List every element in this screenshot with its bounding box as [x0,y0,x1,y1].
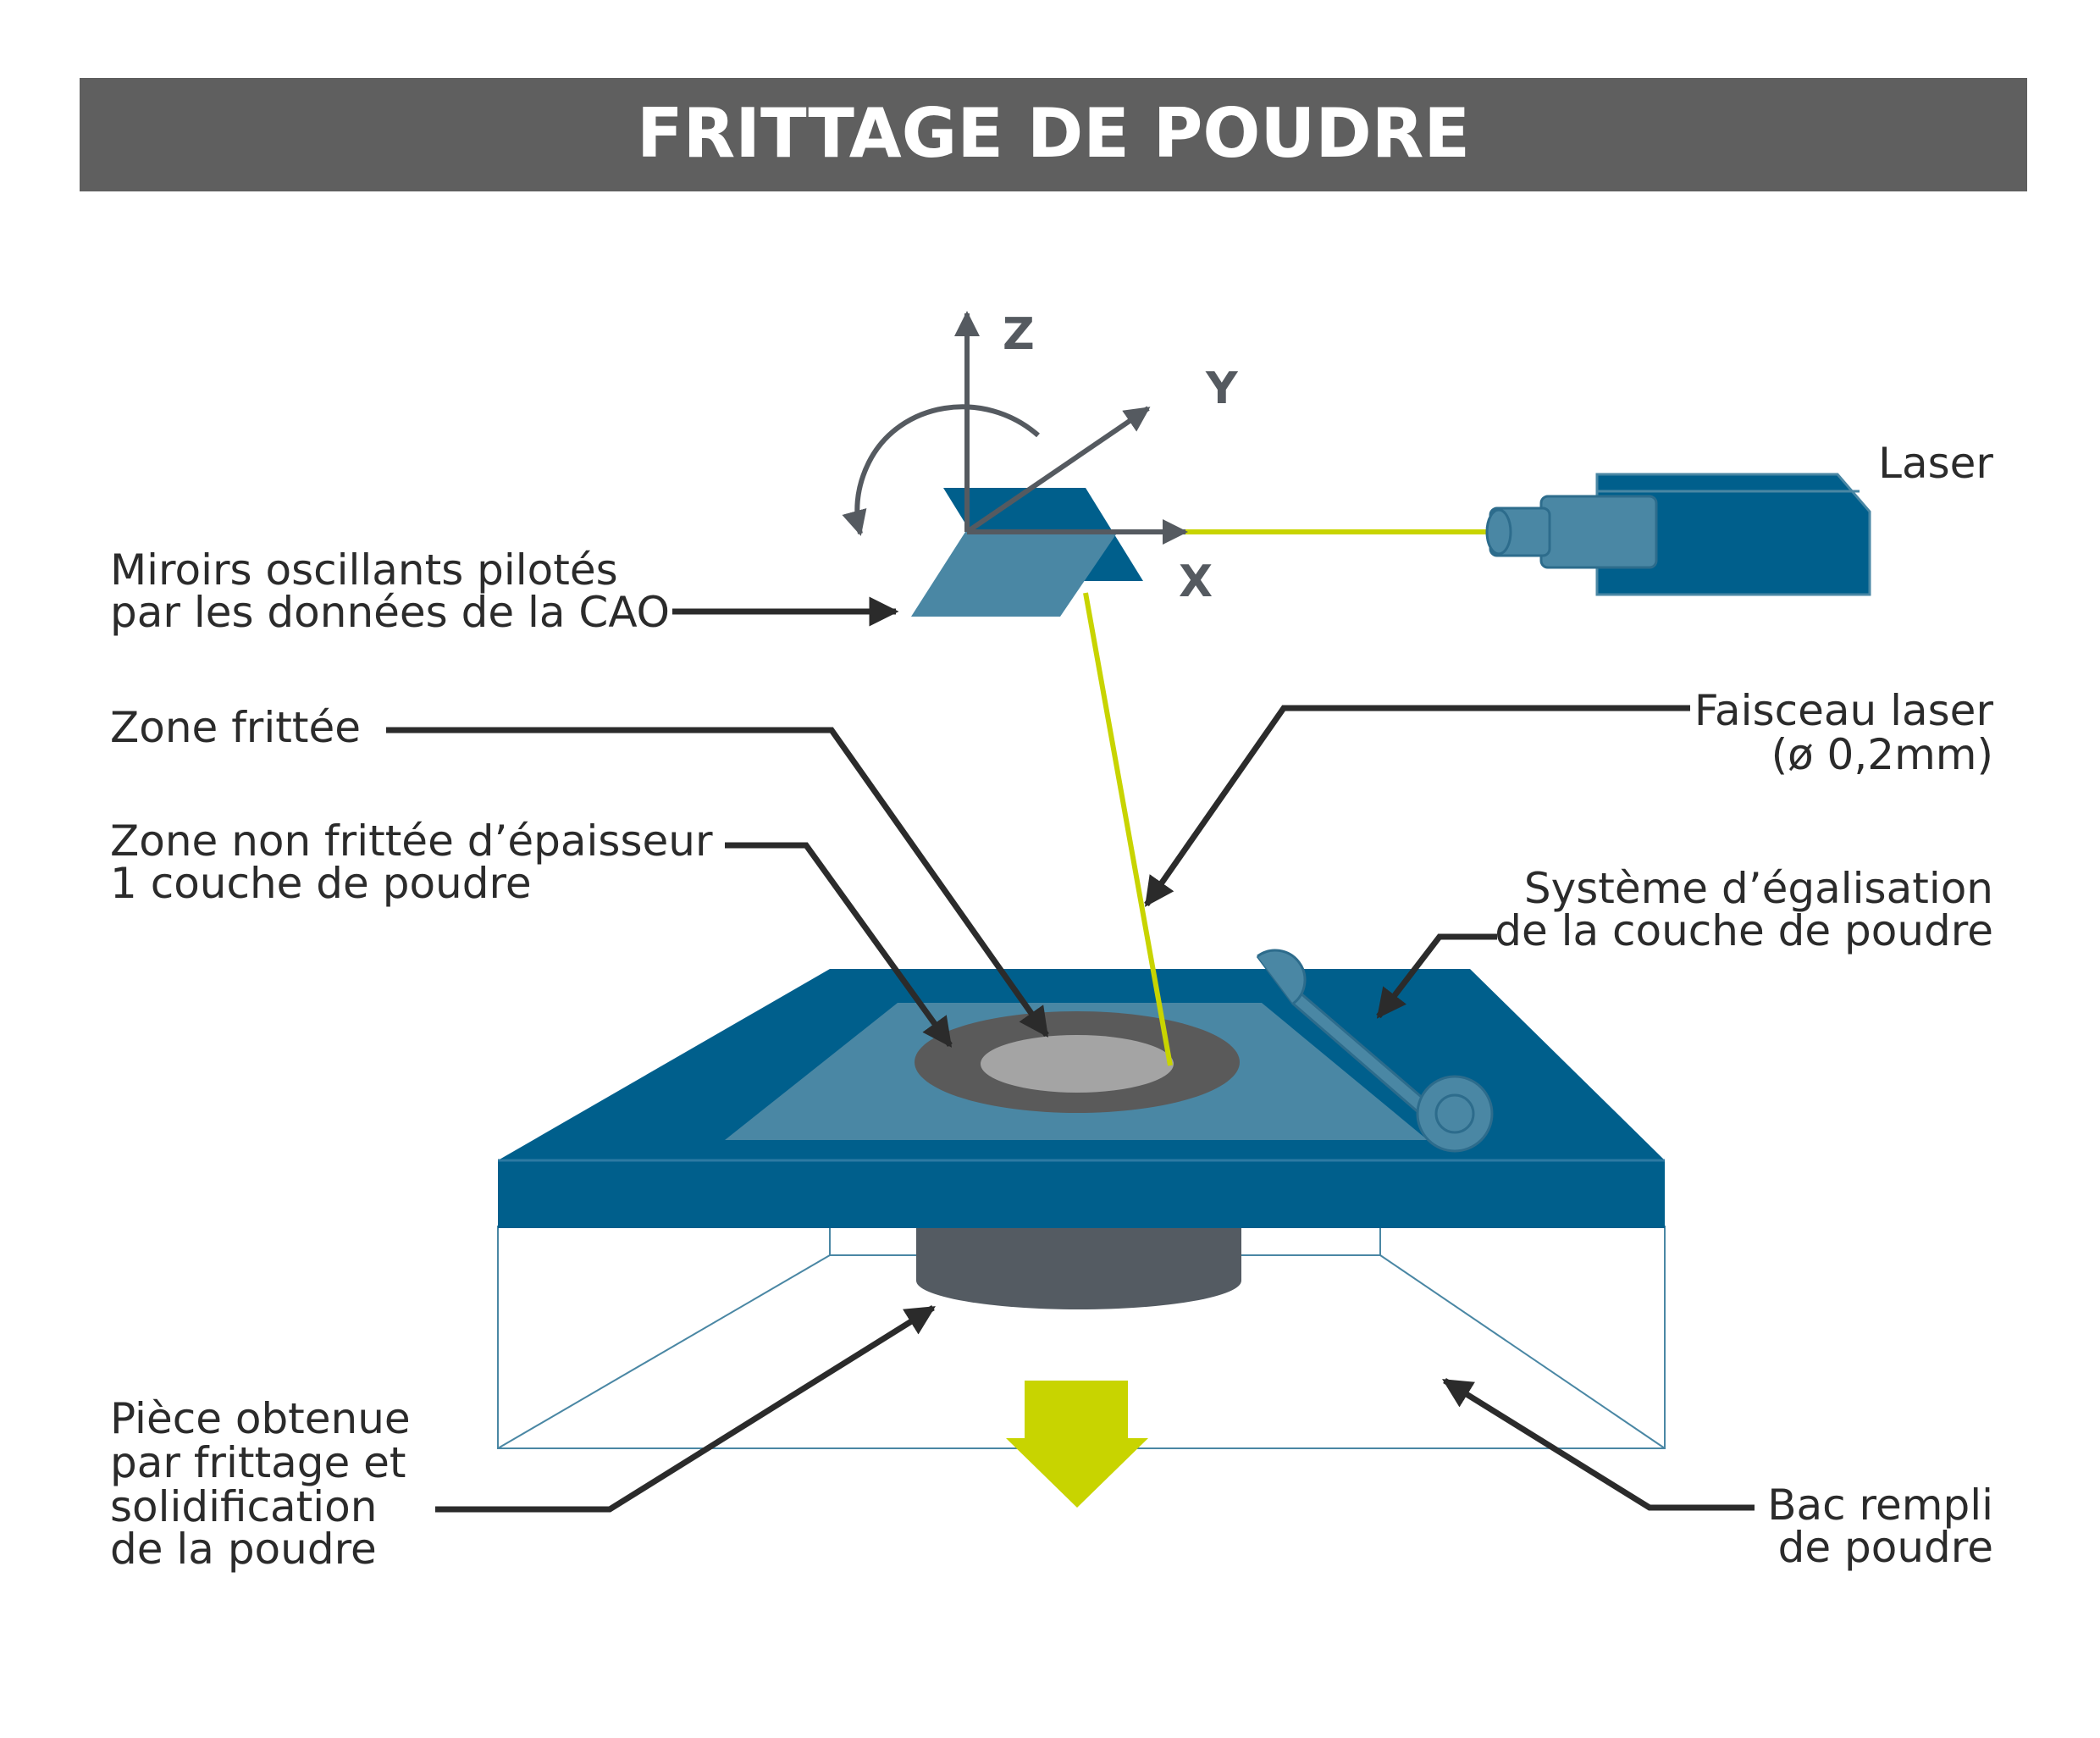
x-axis-label: X [1179,556,1213,607]
unsintered-zone-label-line2: 1 couche de poudre [110,859,532,908]
roller-end-hole [1434,1093,1475,1134]
z-axis-label: Z [1003,309,1035,360]
part-label-line1: Pièce obtenue [110,1394,411,1443]
y-axis [965,406,1151,534]
sintered-zone-label: Zone frittée [110,703,361,752]
powder-tank [497,1226,1666,1449]
part-label-line2: par frittage et [110,1438,406,1487]
axes: Z Y X [842,309,1239,607]
leveling-label-line2: de la couche de poudre [1495,906,1993,955]
leveling-label-line1: Système d’égalisation [1524,864,1993,913]
tank-edge-right [1379,1254,1666,1449]
laser-barrel [1539,495,1658,569]
y-axis-label: Y [1205,363,1239,414]
part-label-line3: solidification [110,1482,377,1531]
laser-beam-label-line1: Faisceau laser [1694,686,1994,735]
part-label-line4: de la poudre [110,1525,377,1574]
mirrors-label-line1: Miroirs oscillants pilotés [110,545,618,595]
build-platform [498,969,1665,1228]
mirror-front [911,532,1118,617]
sintered-zone [981,1035,1174,1093]
laser-beam-down [1083,592,1173,1066]
mirrors-label-line2: par les données de la CAO [110,588,670,637]
oscillating-mirrors [911,488,1143,617]
platform-front [498,1160,1665,1228]
rotation-arrow [842,404,1040,536]
unsintered-zone-label-line1: Zone non frittée d’épaisseur [110,816,713,866]
leveling-roller [1256,949,1494,1153]
page-title: FRITTAGE DE POUDRE [637,94,1470,173]
laser-beam-label-line2: (ø 0,2mm) [1771,730,1993,779]
sintered-zone-leader [386,727,1049,1038]
roller-end-cap [1416,1075,1494,1153]
sintered-part [916,1226,1241,1309]
laser-label: Laser [1878,439,1993,488]
title-bar [80,78,2027,191]
tank-edge-left [497,1254,831,1449]
part-leader [435,1305,936,1513]
roller-back-cap [1257,949,1307,1005]
tank-label-line1: Bac rempli [1767,1481,1993,1530]
unsintered-zone-leader [725,842,953,1048]
tank-leader [1442,1378,1755,1511]
leveling-leader [1376,933,1497,1019]
laser-lens [1485,508,1512,556]
laser-housing [1595,473,1871,596]
tank-label-line2: de poudre [1778,1523,1993,1572]
platform-down-arrow [1006,1381,1148,1508]
laser-device [1485,473,1871,596]
laser-beam-leader [1144,705,1690,907]
